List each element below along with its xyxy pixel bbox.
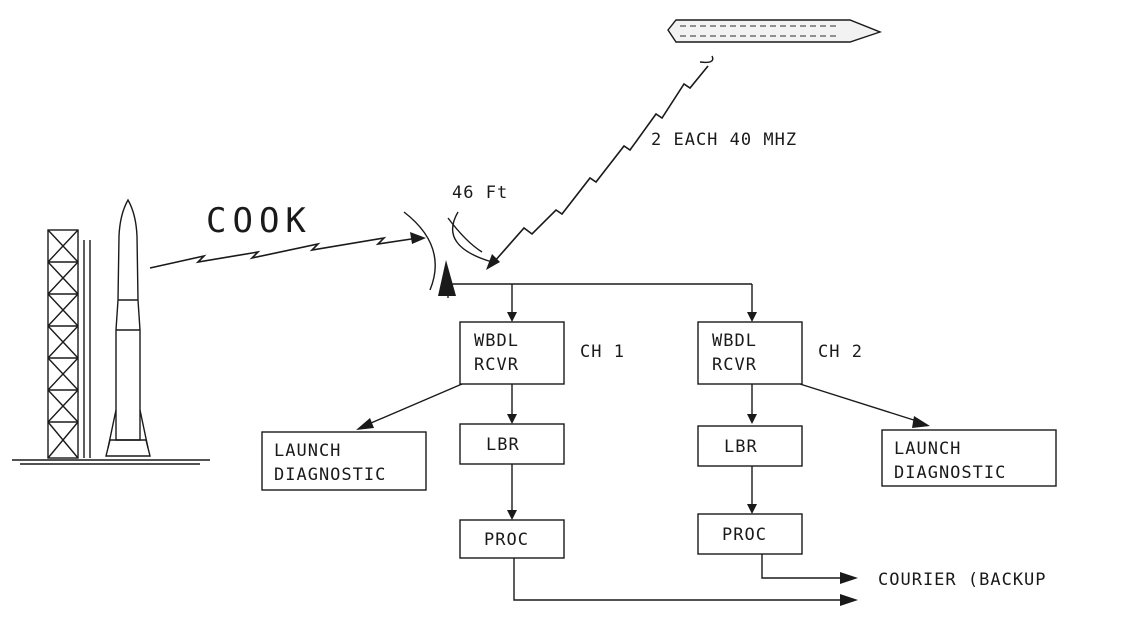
- diagnostic-1-line2: DIAGNOSTIC: [274, 465, 386, 485]
- processor-1-box: [459, 519, 565, 559]
- receiver-2-box: [697, 321, 803, 385]
- diagnostic-2-line1: LAUNCH: [894, 439, 961, 459]
- recorder-2-box: [697, 425, 803, 467]
- channel-2-label: CH 2: [818, 342, 863, 362]
- processor-1-label: PROC: [484, 530, 529, 550]
- receiver-2-line1: WBDL: [712, 331, 757, 351]
- receiver-1-box: [459, 321, 565, 385]
- antenna-dish: [403, 211, 493, 296]
- receiver-1-line1: WBDL: [474, 331, 519, 351]
- antenna-feed: [447, 283, 757, 322]
- antenna-size-label: 46 Ft: [452, 183, 508, 203]
- cook-label: COOK: [206, 201, 312, 241]
- recorder-1-label: LBR: [486, 435, 520, 455]
- chain-1: WBDL RCVR CH 1 LBR PROC LAUNCH DIAGNOSTI…: [261, 321, 625, 559]
- processor-2-label: PROC: [722, 525, 767, 545]
- satellite: [667, 19, 883, 64]
- arrowhead-cook: [410, 232, 426, 244]
- arrowhead-satellite: [486, 254, 500, 270]
- recorder-1-box: [459, 423, 565, 465]
- launch-vehicle: [105, 198, 151, 457]
- diagnostic-2-box: [881, 429, 1057, 487]
- launch-tower: [47, 229, 91, 459]
- diagnostic-1-box: [261, 431, 427, 491]
- diagnostic-1-line1: LAUNCH: [274, 441, 341, 461]
- receiver-1-line2: RCVR: [474, 355, 519, 375]
- processor-2-box: [697, 513, 803, 555]
- courier-routing: [513, 554, 858, 606]
- receiver-2-line2: RCVR: [712, 355, 757, 375]
- satellite-link: [493, 65, 709, 263]
- chain-2: WBDL RCVR CH 2 LBR PROC LAUNCH DIAGNOSTI…: [697, 321, 1057, 555]
- diagnostic-2-line2: DIAGNOSTIC: [894, 463, 1006, 483]
- telemetry-link-cook: [149, 236, 419, 269]
- courier-label: COURIER (BACKUP: [878, 570, 1047, 590]
- satellite-link-label: 2 EACH 40 MHZ: [651, 130, 797, 150]
- channel-1-label: CH 1: [580, 342, 625, 362]
- recorder-2-label: LBR: [724, 437, 758, 457]
